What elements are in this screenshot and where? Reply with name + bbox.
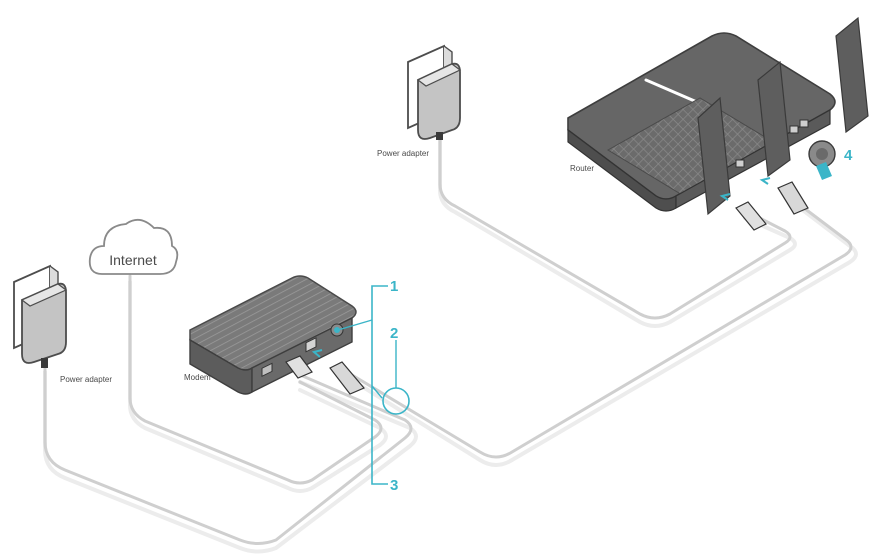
power-adapter-top-label: Power adapter: [377, 149, 429, 158]
power-adapter-top: Power adapter: [377, 44, 462, 158]
step-3-number: 3: [390, 477, 398, 494]
router-power-cable: [438, 132, 792, 320]
modem: Modem: [184, 275, 365, 395]
cable-shadows: [43, 138, 858, 554]
router: Router: [567, 16, 869, 231]
internet-cloud: Internet: [88, 218, 179, 275]
cables: [43, 132, 853, 545]
power-adapter-left-label: Power adapter: [60, 375, 112, 384]
router-label: Router: [570, 164, 594, 173]
ethernet-cable: [350, 203, 853, 459]
step-4-number: 4: [844, 147, 853, 164]
step-2-number: 2: [390, 325, 398, 342]
internet-cable: [128, 274, 383, 485]
step-callouts: 1 2 3 4: [337, 147, 853, 494]
modem-label: Modem: [184, 373, 211, 382]
modem-power-cable: [43, 364, 413, 545]
power-adapter-left: Power adapter: [13, 264, 112, 384]
internet-label: Internet: [109, 252, 157, 268]
step-1-number: 1: [390, 278, 398, 295]
